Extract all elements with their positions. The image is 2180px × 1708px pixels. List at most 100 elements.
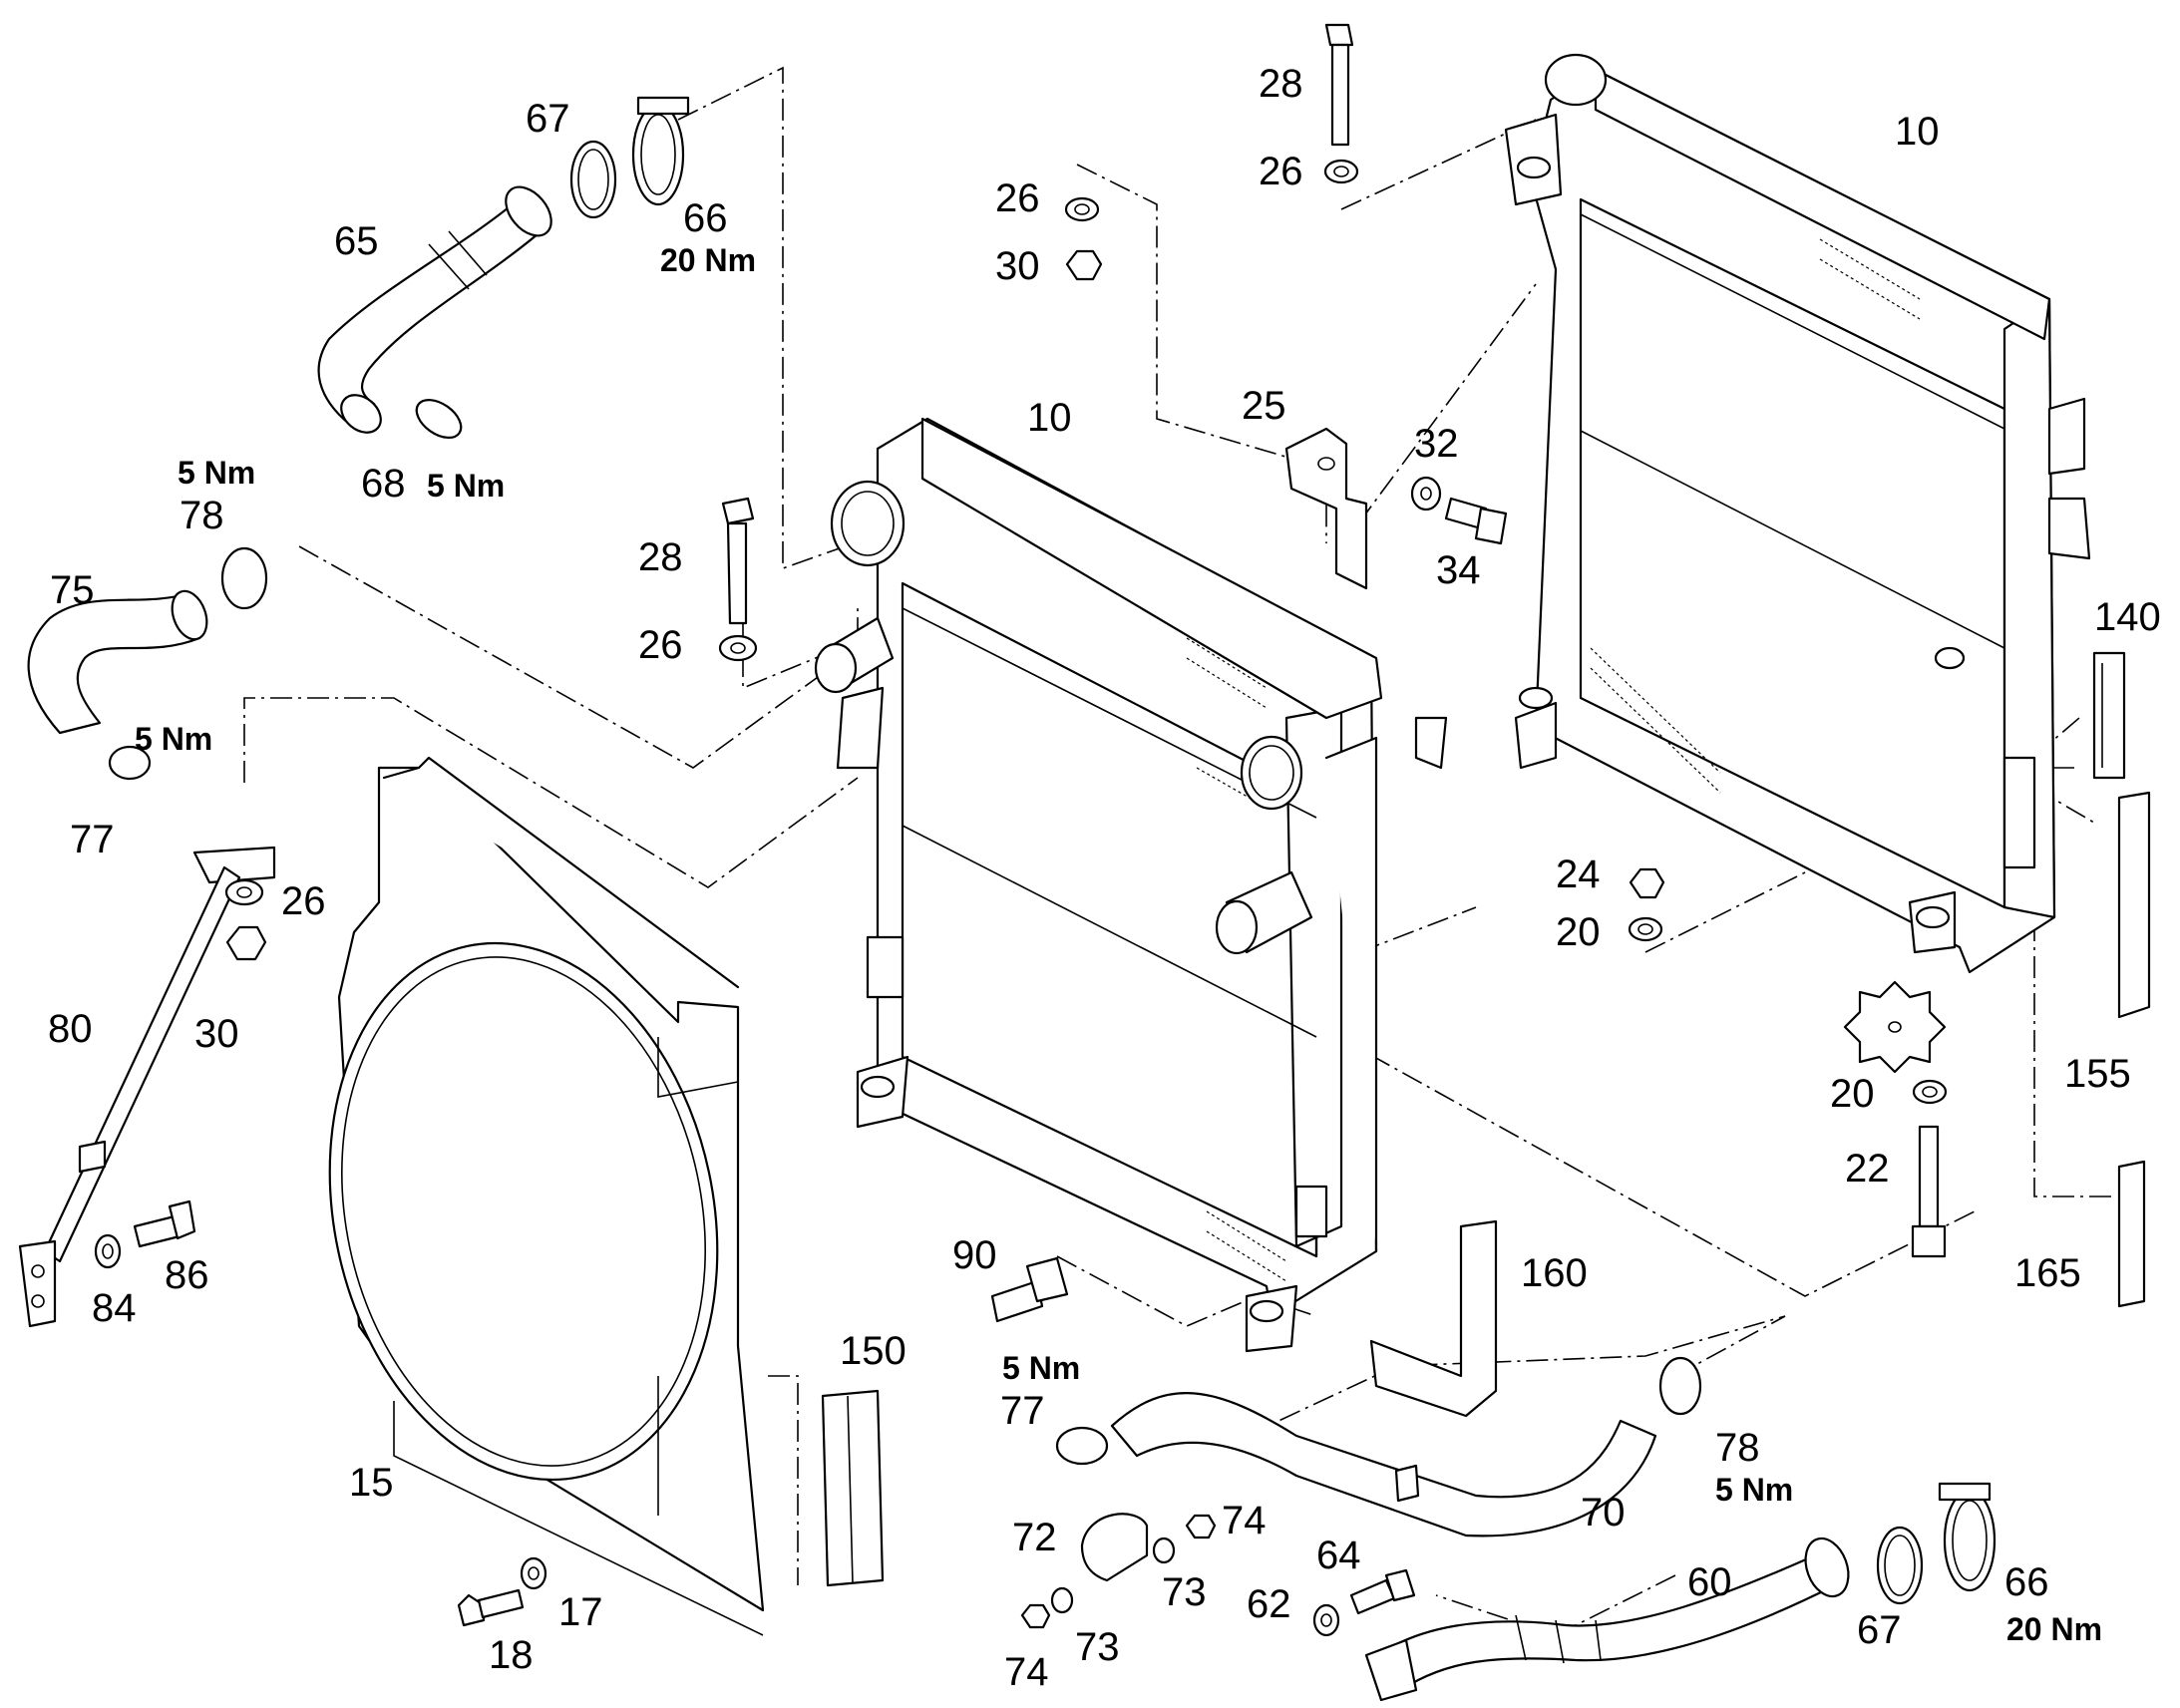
label-24: 24 [1556,853,1601,896]
clamp-78a [220,546,268,610]
label-10-center: 10 [1027,396,1072,440]
clip-72 [1080,1513,1149,1582]
clamp-68 [415,399,463,439]
label-62: 62 [1247,1582,1291,1626]
label-26-center: 26 [638,623,683,667]
label-74-lower: 74 [1004,1650,1049,1694]
label-66-top: 66 [683,196,728,240]
label-84: 84 [92,1286,137,1330]
hose-65 [317,185,552,434]
radiator-rear [1504,53,2091,974]
label-73-upper: 73 [1162,1570,1207,1614]
clamp-66-top [631,96,690,206]
label-67-bottom: 67 [1857,1608,1902,1652]
nut-74-upper [1185,1514,1217,1539]
label-26-right: 26 [1259,150,1303,193]
label-86: 86 [165,1253,209,1297]
torque-77b: 5 Nm [1002,1350,1080,1386]
label-25: 25 [1242,384,1286,428]
label-74-upper: 74 [1222,1499,1267,1542]
clamp-78b [1658,1356,1702,1416]
hose-70 [1110,1392,1657,1537]
washer-73-upper [1152,1537,1176,1564]
radiator-front [814,417,1448,1353]
label-77b: 77 [1000,1389,1045,1433]
label-22: 22 [1845,1147,1890,1191]
torque-78a: 5 Nm [178,455,255,491]
strip-155 [2117,791,2151,1019]
washer-32 [1410,476,1442,512]
label-67-top: 67 [526,97,570,141]
label-10-right: 10 [1895,110,1940,154]
label-15: 15 [349,1461,394,1505]
bolt-28-center [721,497,755,625]
bolt-18 [457,1588,525,1627]
fitting-90 [990,1256,1069,1323]
label-150: 150 [840,1329,907,1373]
label-160: 160 [1521,1251,1588,1295]
label-66-bottom: 66 [2004,1560,2049,1604]
clamp-77b [1055,1426,1109,1466]
label-26-left: 26 [281,879,326,923]
gasket-star [1843,980,1947,1074]
washer-17 [520,1556,547,1590]
label-64: 64 [1316,1534,1361,1577]
label-77a: 77 [70,818,115,861]
label-18: 18 [489,1633,534,1677]
label-75: 75 [50,568,95,612]
label-20-upper: 20 [1556,910,1601,954]
washer-20-lower [1912,1079,1948,1105]
washer-20-upper [1628,916,1663,942]
label-30-left: 30 [194,1012,239,1056]
torque-78b: 5 Nm [1715,1472,1793,1508]
bolt-22 [1911,1125,1947,1258]
strip-165 [2117,1160,2146,1308]
nut-30-upper [1065,249,1103,281]
hose-60 [1364,1537,1850,1702]
label-28-center: 28 [638,535,683,579]
ring-67-top [569,140,617,219]
label-17: 17 [558,1590,603,1634]
label-68: 68 [361,462,406,506]
stay-bar-80 [18,846,276,1328]
clamp-77a [108,745,152,781]
torque-66-bottom: 20 Nm [2006,1611,2102,1647]
bolt-28-upper [1324,23,1354,147]
bolt-64 [1349,1568,1416,1615]
label-80: 80 [48,1007,93,1051]
washer-26-right [1323,159,1359,184]
washer-84 [94,1233,122,1269]
bracket-25 [1284,427,1368,590]
fan-shroud [328,756,765,1636]
washer-62 [1312,1603,1340,1637]
label-155: 155 [2064,1052,2131,1096]
label-26-upper: 26 [995,176,1040,220]
seal-150 [821,1389,885,1587]
pipe-160 [1369,1219,1498,1418]
torque-66-top: 20 Nm [660,242,756,278]
label-140: 140 [2094,595,2161,639]
nut-24 [1629,867,1665,899]
label-78a: 78 [180,494,224,537]
torque-68: 5 Nm [427,468,505,504]
washer-73-lower [1050,1586,1074,1614]
label-20-lower: 20 [1830,1072,1875,1116]
torque-77a: 5 Nm [135,721,212,757]
washer-26-center [718,634,758,662]
strip-140 [2092,651,2126,780]
hose-75 [27,589,208,735]
label-30-upper: 30 [995,244,1040,288]
label-65: 65 [334,219,379,263]
label-32: 32 [1414,422,1459,466]
nut-74-lower [1020,1603,1051,1629]
label-72: 72 [1012,1516,1057,1559]
washer-26-left [224,878,264,906]
ring-67-bottom [1876,1526,1924,1605]
label-90: 90 [952,1233,997,1277]
part-labels: 67 66 20 Nm 65 68 5 Nm 5 Nm 78 75 5 Nm 7… [48,62,2161,1694]
label-28-upper: 28 [1259,62,1303,106]
bolt-86 [133,1199,196,1248]
label-78b: 78 [1715,1426,1760,1470]
washer-26-upper [1064,196,1100,222]
label-73-lower: 73 [1075,1625,1120,1669]
